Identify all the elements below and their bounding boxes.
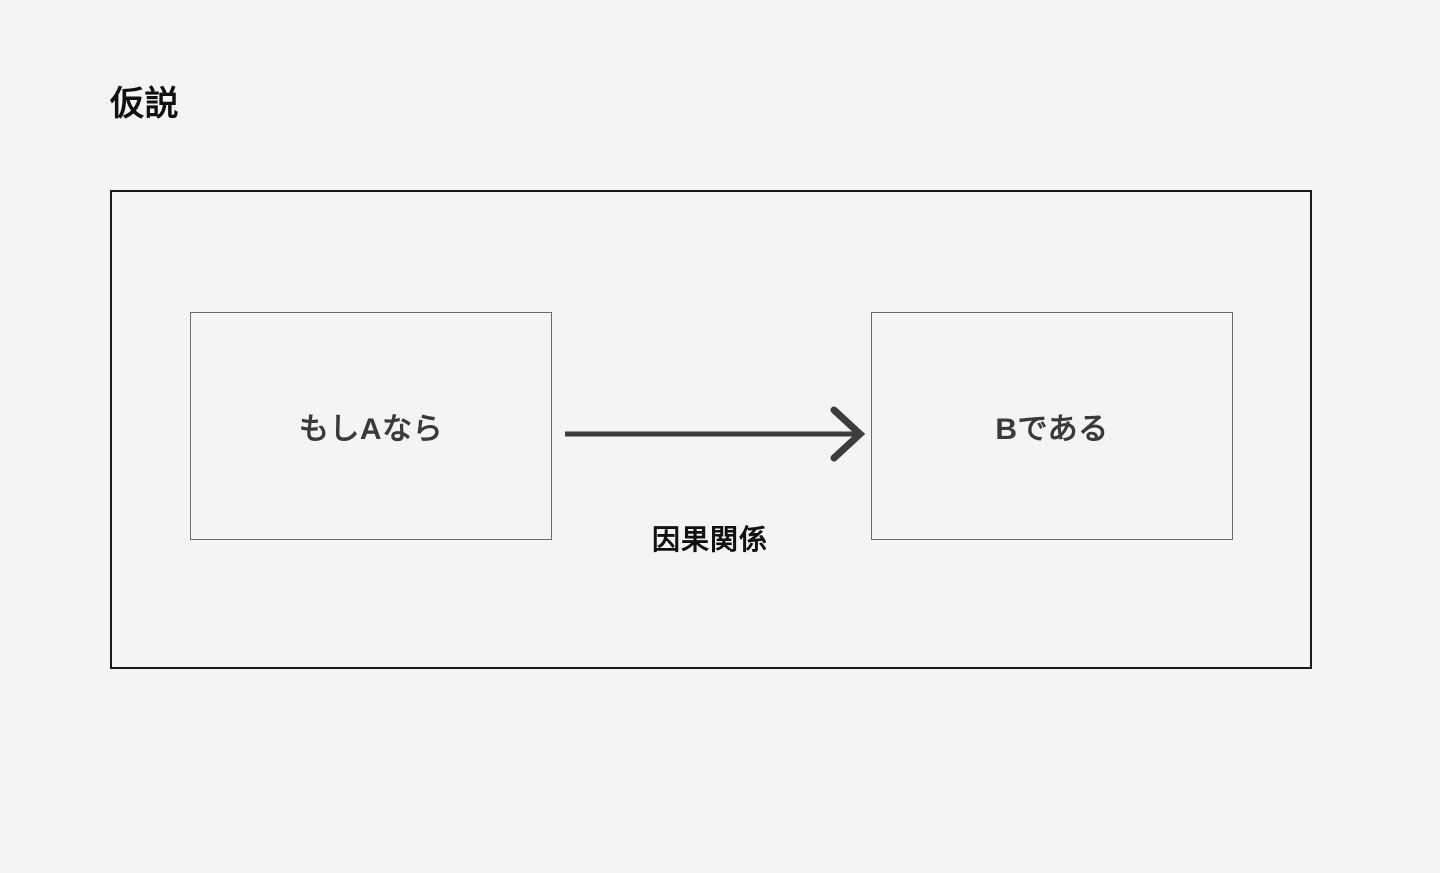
node-antecedent[interactable]: もしAなら [190,312,552,540]
page-title: 仮説 [110,85,179,123]
node-consequent[interactable]: Bである [871,312,1233,540]
causal-arrow-icon [565,406,866,462]
edge-label-causal-relationship: 因果関係 [651,524,768,555]
node-antecedent-label: もしAなら [298,413,444,446]
node-consequent-label: Bである [995,413,1109,446]
